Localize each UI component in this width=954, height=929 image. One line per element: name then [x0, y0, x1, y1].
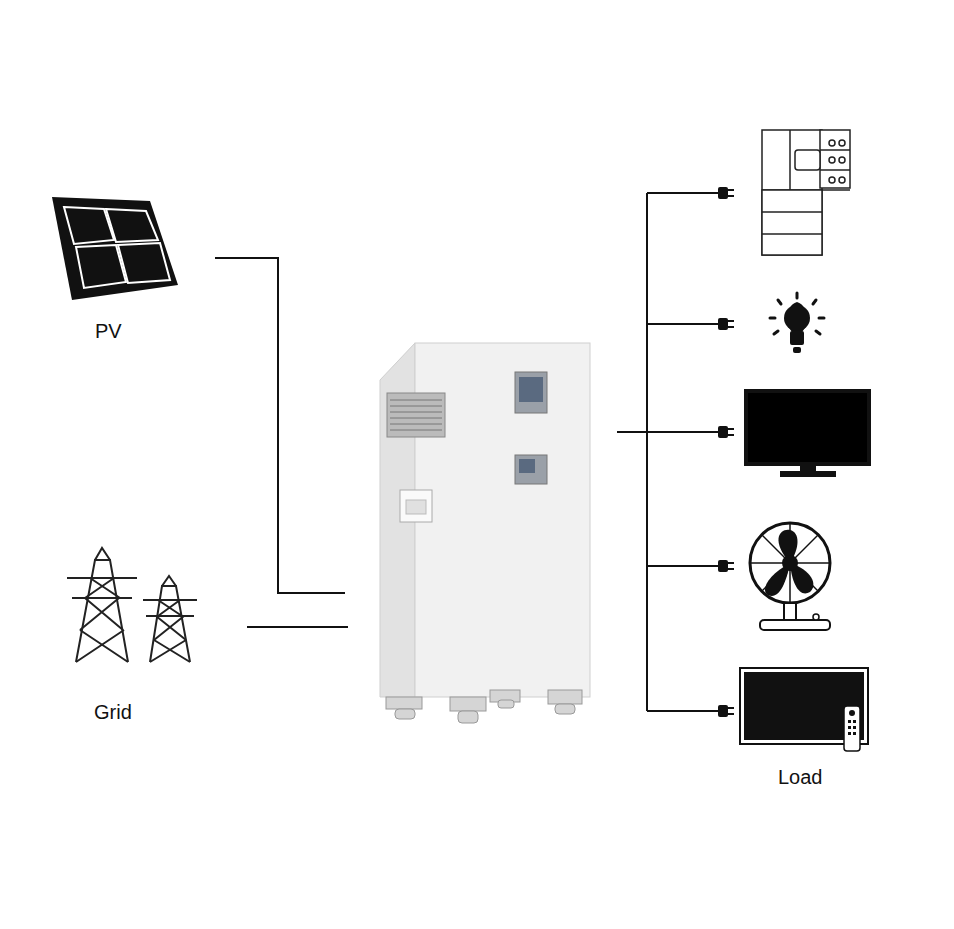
plug-icons — [718, 187, 734, 717]
grid-towers — [67, 548, 197, 662]
pv-panel — [52, 197, 178, 300]
load-label: Load — [778, 767, 823, 787]
pv-label: PV — [95, 321, 122, 341]
bulb-icon — [770, 293, 824, 353]
battery-cabinet — [380, 343, 590, 723]
tv-icon — [745, 390, 870, 477]
fan-icon — [750, 523, 830, 630]
cabinet-icon — [762, 130, 850, 255]
tv-remote-icon — [740, 668, 868, 751]
wires — [215, 193, 718, 711]
grid-label: Grid — [94, 702, 132, 722]
